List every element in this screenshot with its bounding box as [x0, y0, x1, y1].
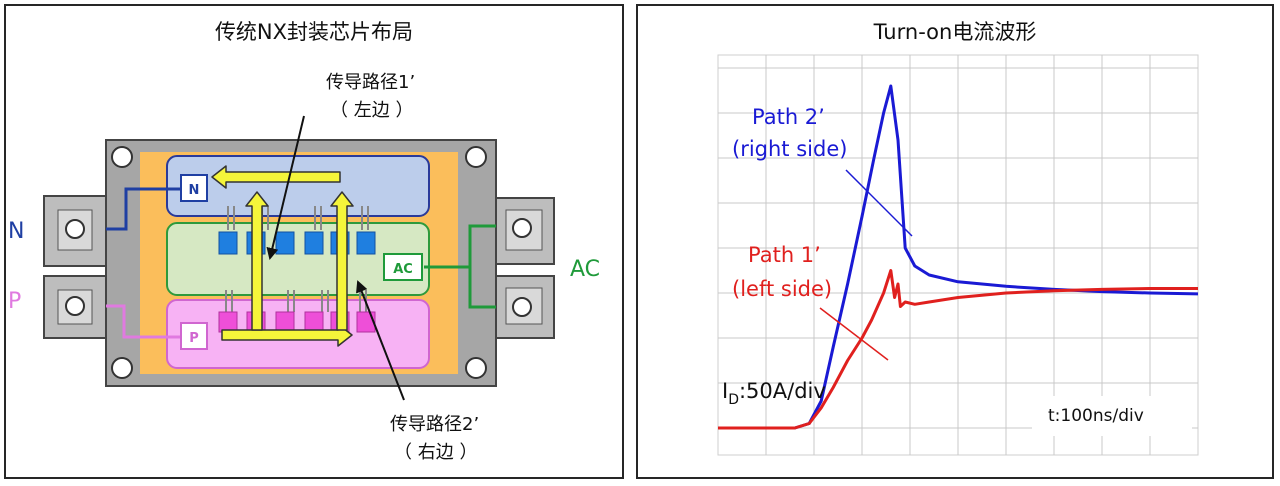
conduction-arrows	[211, 165, 354, 347]
path2-side: （ 右边 ）	[394, 442, 477, 463]
path2-label-line2: (right side)	[732, 137, 847, 161]
chart-grid	[718, 55, 1198, 455]
path2-label-line1: Path 2’	[752, 105, 825, 129]
path1-pointer	[819, 307, 889, 361]
right-terminal-upper-lug	[495, 197, 555, 265]
terminal-n-label: N	[8, 219, 24, 244]
ac-box	[383, 253, 423, 281]
path1-label-line2: (left side)	[732, 277, 832, 301]
path1-series-line	[718, 269, 1198, 430]
p-box	[180, 322, 208, 350]
terminal-p-label: P	[8, 289, 21, 314]
path1-label-line1: Path 1’	[748, 243, 821, 267]
time-scale-box	[1032, 396, 1192, 436]
terminal-ac-label: AC	[570, 257, 600, 282]
p-box-label: P	[189, 331, 199, 346]
path1-label: 传导路径1’	[326, 72, 415, 93]
left-terminal-p-lug	[43, 275, 107, 339]
left-panel-title: 传统NX封装芯片布局	[214, 20, 414, 44]
time-scale-label: t:100ns/div	[1048, 406, 1144, 426]
left-terminal-n-lug	[43, 195, 107, 267]
n-wire	[106, 187, 180, 231]
path2-pointer	[845, 169, 913, 237]
path2-leader	[356, 280, 405, 401]
chart-annotations	[819, 169, 913, 361]
n-box-label: N	[189, 183, 200, 198]
p-wire	[106, 304, 180, 339]
path1-leader	[266, 115, 305, 260]
chart-series	[718, 84, 1199, 430]
ac-box-label: AC	[393, 262, 413, 277]
path2-label: 传导路径2’	[390, 414, 479, 435]
n-plane	[166, 155, 430, 217]
right-terminal-lower-lug	[495, 275, 555, 339]
right-panel-title: Turn-on电流波形	[873, 20, 1037, 44]
n-box	[180, 174, 208, 202]
ac-wire	[424, 224, 496, 309]
upper-bond-wires	[227, 206, 369, 230]
mounting-holes	[111, 146, 487, 379]
current-scale-label: ID:50A/div	[722, 379, 826, 408]
path1-side: （ 左边 ）	[330, 100, 413, 121]
